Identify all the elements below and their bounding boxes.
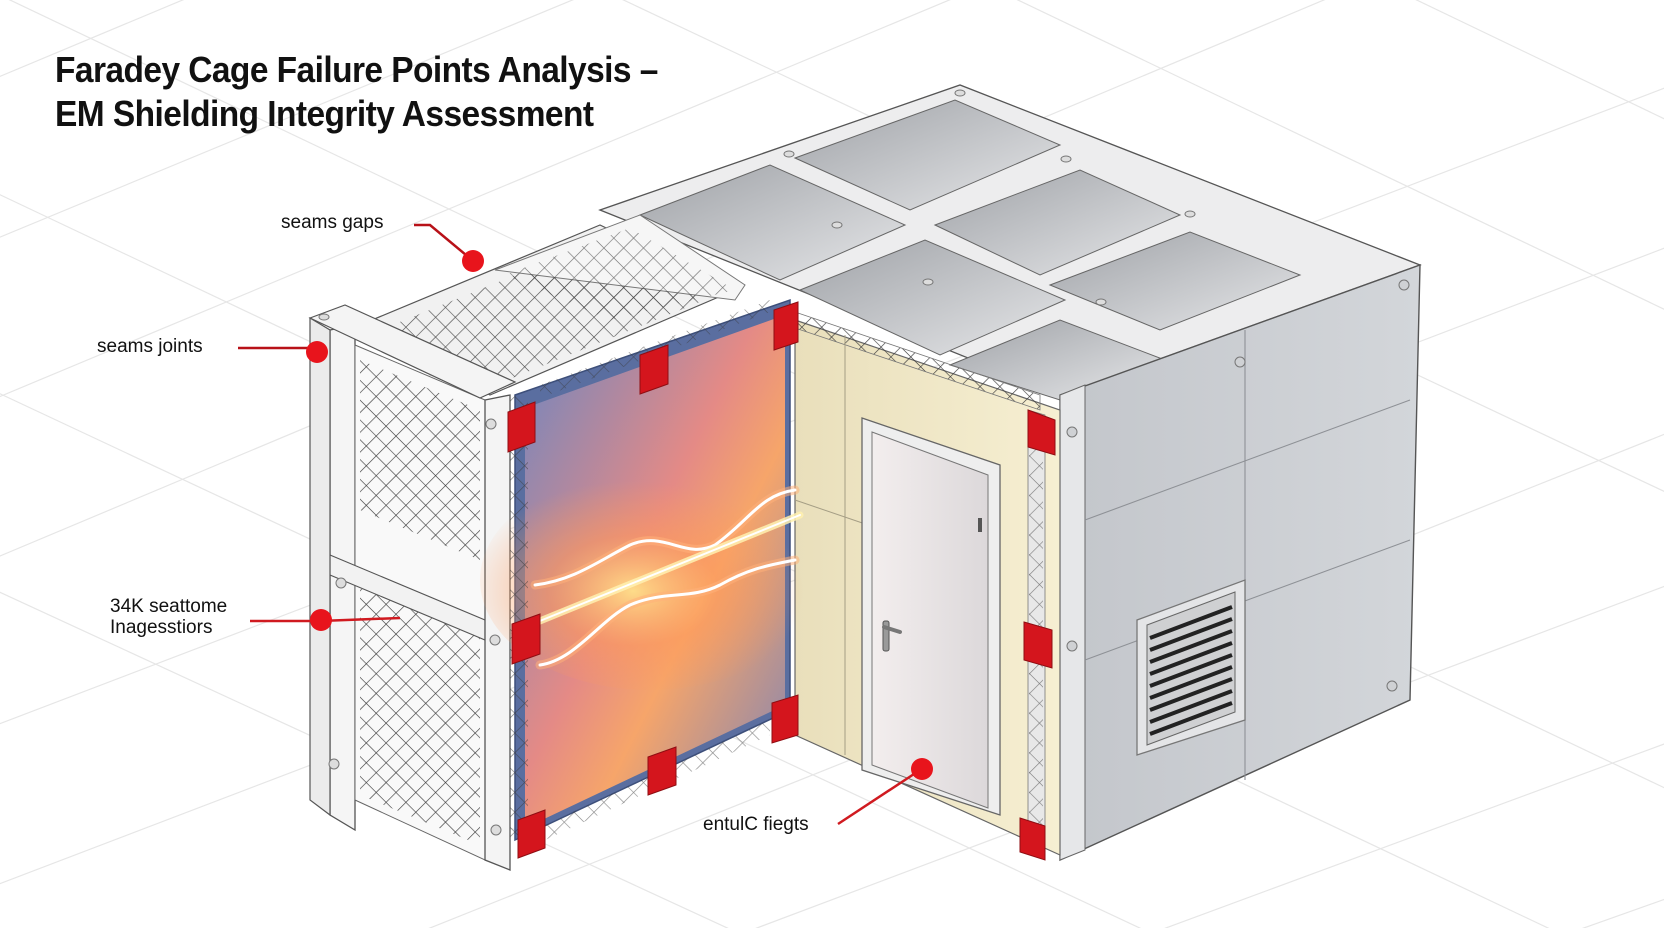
marker-dot-icon [310,609,332,631]
door-hinge-icon [978,518,982,532]
clamp-icon [507,401,536,453]
title-line-1: Faradey Cage Failure Points Analysis – [55,49,658,90]
seam-clamps [507,301,1056,861]
label-seams-gaps: seams gaps [281,212,384,233]
label-penetrations-line-1: 34K seattome [110,596,228,617]
roof-cells [598,84,1422,401]
page-title: Faradey Cage Failure Points Analysis – E… [55,48,658,136]
title-line-2: EM Shielding Integrity Assessment [55,93,594,134]
door-handle-icon [882,620,902,652]
mesh-cage [308,214,746,871]
clamp-icon [639,344,669,395]
label-seams-joints: seams joints [97,336,203,357]
em-wave-icon [526,485,804,670]
marker-dot-icon [306,341,328,363]
label-entry-flaws: entulC fiegts [703,814,809,835]
vent-grille [1136,579,1246,756]
clamp-icon [1019,817,1046,861]
callout-seams-gaps[interactable] [414,223,484,272]
clamp-icon [773,301,799,351]
door[interactable] [861,417,1001,816]
callout-seams-joints[interactable] [238,341,328,363]
clamp-icon [511,613,541,665]
marker-dot-icon [911,758,933,780]
clamp-icon [771,694,799,744]
label-penetrations-line-2: Inagesstiors [110,617,213,638]
marker-dot-icon [462,250,484,272]
clamp-icon [647,746,677,796]
callout-penetrations[interactable] [250,609,401,631]
clamp-icon [1023,621,1053,669]
clamp-icon [517,809,546,859]
clamp-icon [1027,409,1056,456]
callout-entry-flaws[interactable] [837,758,933,826]
